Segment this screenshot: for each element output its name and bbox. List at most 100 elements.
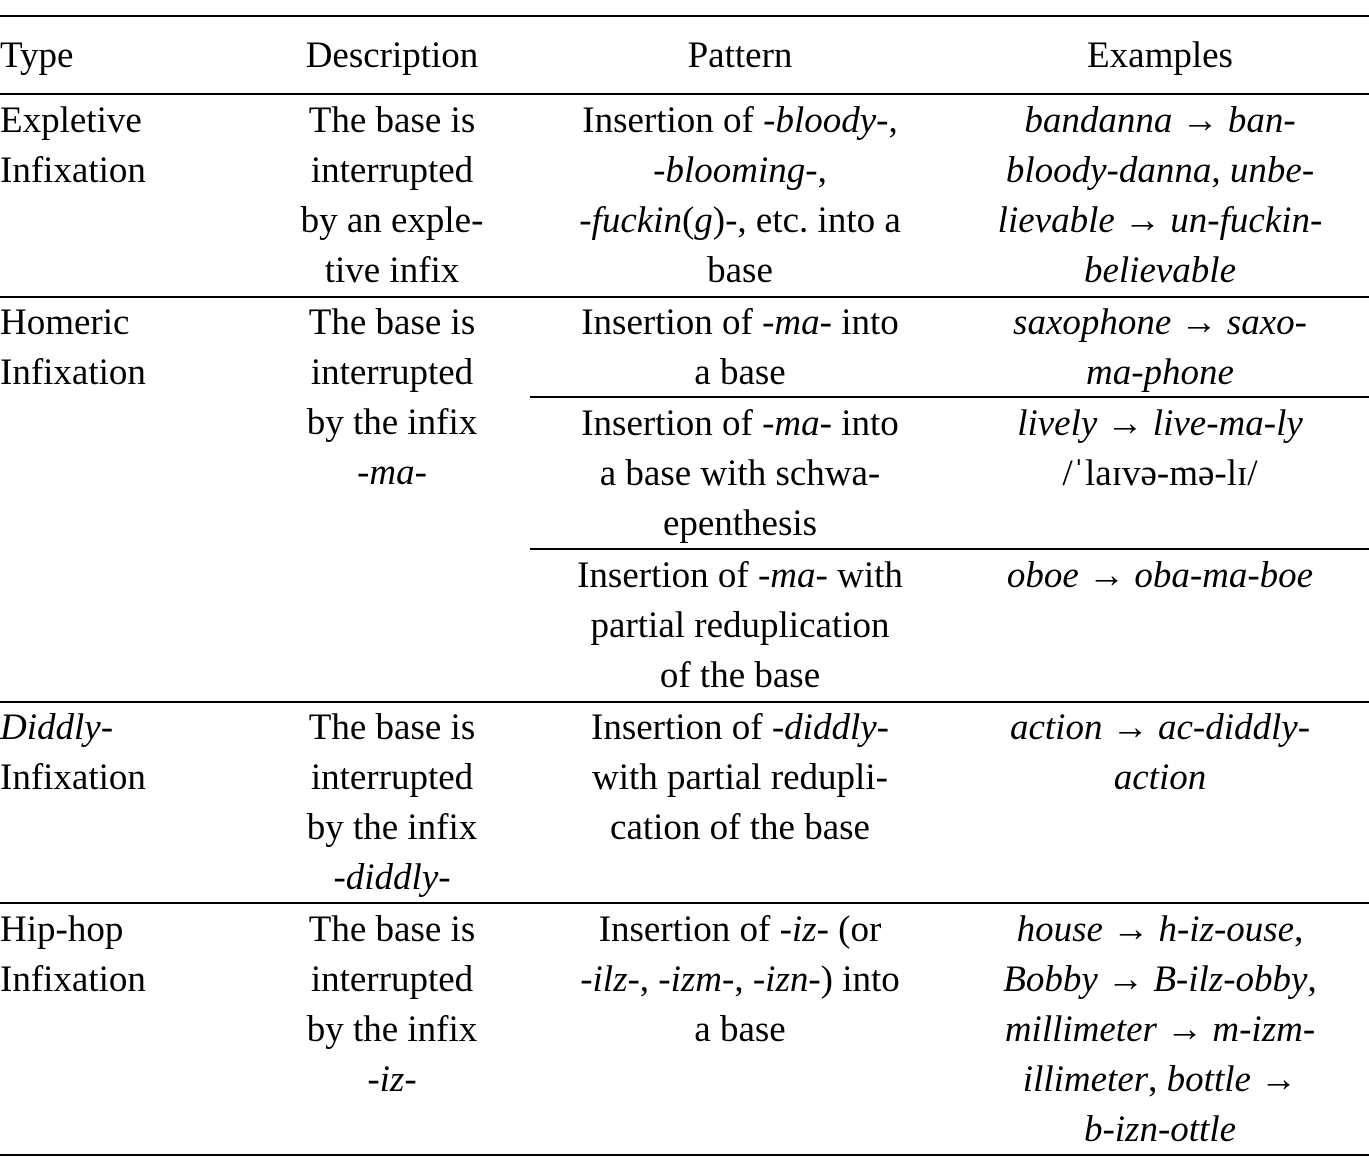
examples-cell-line: ma-phone (960, 348, 1360, 398)
type-cell: Diddly-Infixation (0, 703, 260, 803)
row-divider (0, 902, 1369, 904)
text-segment: Insertion of (581, 302, 763, 343)
text-segment: lievable → un-fuckin- (997, 200, 1323, 241)
description-cell-line: -iz- (262, 1055, 522, 1105)
text-segment: partial reduplication (590, 605, 890, 646)
pattern-cell: Insertion of -bloody-,-blooming-,-fuckin… (540, 96, 940, 296)
description-cell-line: The base is (262, 96, 522, 146)
examples-cell-line: /ˈlaɪvə-mə-lɪ/ (960, 449, 1360, 499)
text-segment: , (1294, 909, 1304, 950)
examples-cell-line: bloody-danna, unbe- (960, 146, 1360, 196)
examples-cell-line: b-izn-ottle (960, 1105, 1360, 1155)
text-segment: - (100, 707, 114, 748)
text-segment: of the base (659, 655, 821, 696)
text-segment: by the infix (306, 402, 478, 443)
examples-cell-line: action (960, 753, 1360, 803)
pattern-cell-line: Insertion of -ma- with (540, 551, 940, 601)
description-cell-line: interrupted (262, 146, 522, 196)
pattern-cell-line: -fuckin(g)-, etc. into a (540, 196, 940, 246)
type-cell-line: Hip-hop (0, 905, 260, 955)
examples-cell-line: bandanna → ban- (960, 96, 1360, 146)
description-cell-line: by the infix (262, 398, 522, 448)
text-segment: base (707, 250, 773, 291)
text-segment: bloody-danna (1005, 150, 1212, 191)
header-rule (0, 93, 1369, 95)
top-rule (0, 15, 1369, 17)
text-segment: -, (876, 100, 898, 141)
subrow-divider (530, 548, 1369, 550)
text-segment: interrupted (310, 757, 474, 798)
row-divider (0, 296, 1369, 298)
bottom-rule (0, 1154, 1369, 1156)
text-segment: saxophone → saxo- (1013, 302, 1307, 343)
examples-cell: bandanna → ban-bloody-danna, unbe-lievab… (960, 96, 1360, 296)
text-segment: -ilz- (580, 959, 640, 1000)
text-segment: -iz- (367, 1059, 417, 1100)
text-segment: Infixation (0, 959, 146, 1000)
pattern-cell: Insertion of -iz- (or-ilz-, -izm-, -izn-… (540, 905, 940, 1055)
description-cell-line: The base is (262, 905, 522, 955)
type-cell-line: Infixation (0, 348, 260, 398)
text-segment: millimeter → m-izm- (1004, 1009, 1316, 1050)
text-segment: -, (805, 150, 827, 191)
text-segment: bottle → (1166, 1059, 1298, 1100)
description-cell-line: by the infix (262, 803, 522, 853)
pattern-cell-line: a base (540, 348, 940, 398)
text-segment: g (694, 200, 713, 241)
text-segment: The base is (308, 302, 476, 343)
pattern-cell-line: partial reduplication (540, 601, 940, 651)
description-cell-line: by an exple- (262, 196, 522, 246)
examples-cell-line: lively → live-ma-ly (960, 399, 1360, 449)
text-segment: /ˈlaɪvə-mə-lɪ/ (1062, 453, 1258, 494)
description-cell-line: -diddly- (262, 853, 522, 903)
text-segment: ) into (820, 959, 900, 1000)
text-segment: Diddly (0, 707, 101, 748)
text-segment: a base (694, 1009, 786, 1050)
text-segment: illimeter (1022, 1059, 1149, 1100)
description-cell-line: The base is (262, 703, 522, 753)
pattern-cell-line: a base with schwa- (540, 449, 940, 499)
examples-cell-line: oboe → oba-ma-boe (960, 551, 1360, 601)
header-pattern: Pattern (687, 35, 793, 76)
description-cell-line: tive infix (262, 246, 522, 296)
examples-cell: lively → live-ma-ly/ˈlaɪvə-mə-lɪ/ (960, 399, 1360, 499)
text-segment: b-izn-ottle (1083, 1109, 1237, 1150)
text-segment: The base is (308, 100, 476, 141)
pattern-cell-line: epenthesis (540, 499, 940, 549)
text-segment: interrupted (310, 959, 474, 1000)
text-segment: -izm- (658, 959, 735, 1000)
pattern-cell-line: a base (540, 1005, 940, 1055)
text-segment: lively → live-ma-ly (1017, 403, 1303, 444)
pattern-cell-line: with partial redupli- (540, 753, 940, 803)
text-segment: interrupted (310, 150, 474, 191)
text-segment: ma-phone (1086, 352, 1234, 393)
type-cell-line: Expletive (0, 96, 260, 146)
header-examples: Examples (1087, 35, 1233, 76)
text-segment: by the infix (306, 807, 478, 848)
text-segment: house → h-iz-ouse (1016, 909, 1295, 950)
description-cell: The base is interrupted by an exple-tive i… (262, 96, 522, 296)
pattern-cell-line: cation of the base (540, 803, 940, 853)
text-segment: Insertion of (591, 707, 772, 748)
examples-cell-line: saxophone → saxo- (960, 298, 1360, 348)
examples-cell-line: house → h-iz-ouse, (960, 905, 1360, 955)
text-segment: -fuckin (579, 200, 682, 241)
type-cell-line: Homeric (0, 298, 260, 348)
text-segment: a base (694, 352, 786, 393)
text-segment: unbe- (1229, 150, 1315, 191)
examples-cell-line: action → ac-diddly- (960, 703, 1360, 753)
text-segment: -diddly- (771, 707, 889, 748)
text-segment: Insertion of (582, 100, 764, 141)
text-segment: bandanna → ban- (1024, 100, 1296, 141)
text-segment: by the infix (306, 1009, 478, 1050)
text-segment: oboe → oba-ma-boe (1006, 555, 1314, 596)
text-segment: Bobby → B-ilz-obby (1003, 959, 1308, 1000)
pattern-cell-line: Insertion of -bloody-, (540, 96, 940, 146)
text-segment: Insertion of (598, 909, 780, 950)
text-segment: a base with schwa- (599, 453, 881, 494)
text-segment: -izn- (752, 959, 821, 1000)
text-segment: -bloody (763, 100, 877, 141)
